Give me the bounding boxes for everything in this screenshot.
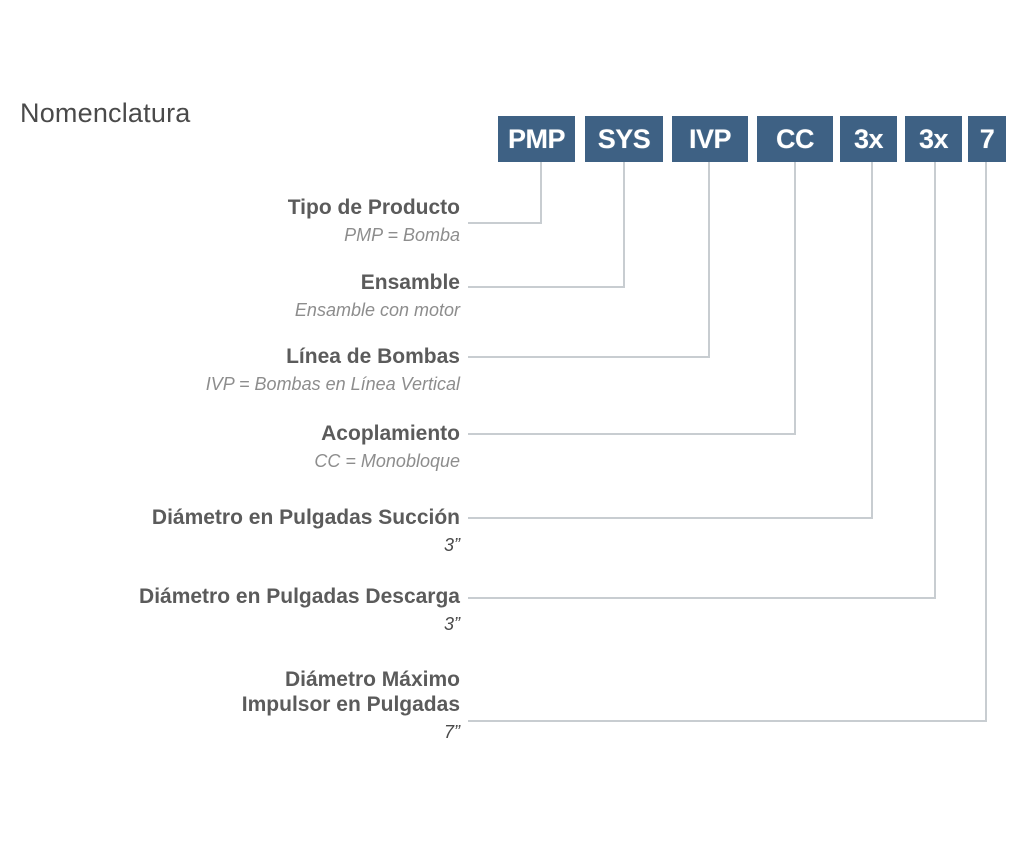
connector-line-2 bbox=[468, 162, 710, 358]
label-subtitle-1: Ensamble con motor bbox=[294, 299, 460, 320]
page-title: Nomenclatura bbox=[20, 98, 191, 128]
label-subtitle-0: PMP = Bomba bbox=[344, 224, 460, 245]
label-block-3: Acoplamiento CC = Monobloque bbox=[0, 422, 460, 473]
label-block-5: Diámetro en Pulgadas Descarga 3” bbox=[0, 585, 460, 636]
connector-line-3 bbox=[468, 162, 796, 435]
code-box-sys-1: SYS bbox=[585, 116, 663, 162]
label-subtitle-5: 3” bbox=[443, 613, 460, 634]
connector-line-1 bbox=[468, 162, 625, 288]
code-box-ivp-2: IVP bbox=[672, 116, 748, 162]
label-subtitle-2: IVP = Bombas en Línea Vertical bbox=[205, 373, 460, 394]
label-title-line1-6: Diámetro Máximo bbox=[284, 668, 460, 691]
code-box-3x-5: 3x bbox=[905, 116, 962, 162]
connector-line-5 bbox=[468, 162, 936, 599]
connector-line-6 bbox=[468, 162, 987, 722]
label-title-1: Ensamble bbox=[360, 271, 460, 294]
code-box-3x-4: 3x bbox=[840, 116, 897, 162]
code-box-cc-3: CC bbox=[757, 116, 833, 162]
label-title-3: Acoplamiento bbox=[321, 422, 460, 445]
label-title-2: Línea de Bombas bbox=[286, 345, 460, 368]
connector-line-4 bbox=[468, 162, 873, 519]
code-box-pmp-0: PMP bbox=[498, 116, 575, 162]
label-title-0: Tipo de Producto bbox=[287, 196, 460, 219]
connector-line-0 bbox=[468, 162, 542, 224]
label-title-line2-6: Impulsor en Pulgadas bbox=[241, 692, 460, 716]
label-title-4: Diámetro en Pulgadas Succión bbox=[151, 506, 460, 529]
label-block-4: Diámetro en Pulgadas Succión 3” bbox=[0, 506, 460, 557]
label-subtitle-6: 7” bbox=[443, 721, 460, 742]
label-subtitle-4: 3” bbox=[443, 534, 460, 555]
code-box-7-6: 7 bbox=[968, 116, 1006, 162]
label-subtitle-3: CC = Monobloque bbox=[314, 450, 460, 471]
label-title-5: Diámetro en Pulgadas Descarga bbox=[139, 585, 460, 608]
